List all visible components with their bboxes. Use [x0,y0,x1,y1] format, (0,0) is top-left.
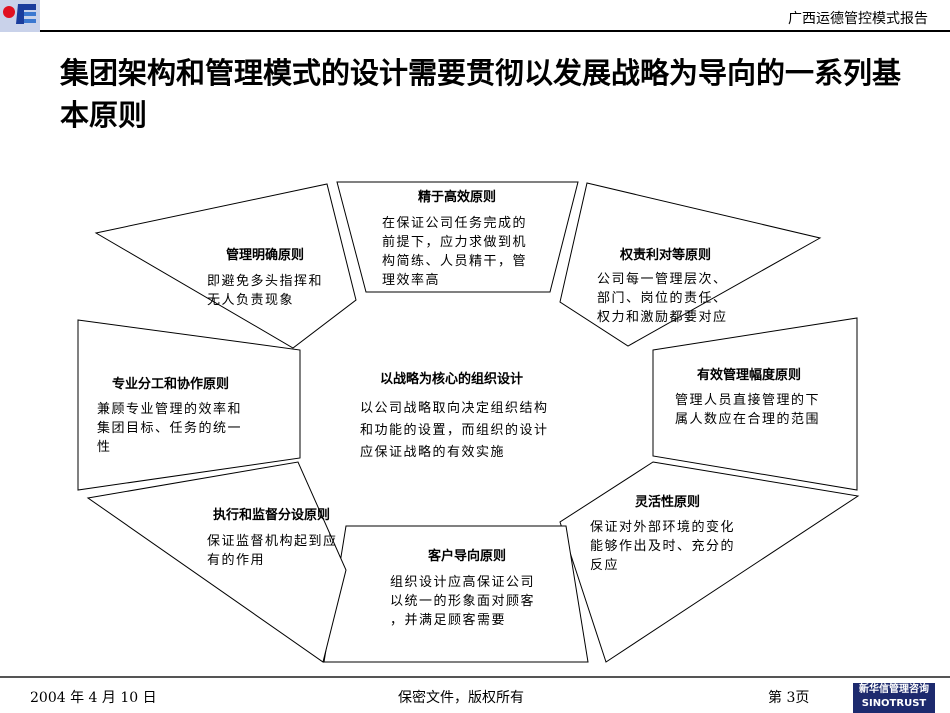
segment-left [77,319,301,491]
principle-heading: 客户导向原则 [428,549,507,564]
principle-heading: 专业分工和协作原则 [112,377,230,392]
center-text: 以公司战略取向决定组织结构和功能的设置，而组织的设计应保证战略的有效实施 [360,401,549,460]
principle-text: 保证监督机构起到应有的作用 [207,534,338,568]
segment-top-left [94,183,357,349]
segment-right [652,317,858,491]
principle-text: 管理人员直接管理的下属人数应在合理的范围 [675,393,821,427]
page-title: 集团架构和管理模式的设计需要贯彻以发展战略为导向的一系列基本原则 [60,56,902,132]
principle-text: 在保证公司任务完成的前提下，应力求做到机构简练、人员精干，管理效率高 [382,216,528,288]
principle-heading: 灵活性原则 [635,495,701,510]
principle-text: 公司每一管理层次、部门、岗位的责任、权力和激励都要对应 [597,272,728,325]
principle-heading: 精于高效原则 [418,190,497,205]
company-logo [0,0,40,32]
principle-text: 组织设计应高保证公司以统一的形象面对顾客，并满足顾客需要 [390,575,536,628]
principle-heading: 权责利对等原则 [620,248,712,263]
principle-text: 即避免多头指挥和无人负责现象 [207,274,324,308]
principle-heading: 有效管理幅度原则 [697,368,802,383]
principle-text: 保证对外部环境的变化能够作出及时、充分的反应 [590,520,736,573]
principle-text: 兼顾专业管理的效率和集团目标、任务的统一性 [97,402,243,455]
footer-confidential: 保密文件，版权所有 [398,690,524,706]
principle-heading: 执行和监督分设原则 [213,508,331,523]
footer-page-number: 第 3页 [768,690,810,706]
segment-bottom-right [559,461,860,663]
footer-divider [0,676,950,678]
segment-top [336,181,579,293]
segment-bottom-left [86,461,347,663]
center-heading: 以战略为核心的组织设计 [380,372,524,387]
header-divider [40,30,950,32]
segment-top-right [559,182,822,347]
report-title: 广西运德管控模式报告 [788,11,928,27]
principle-heading: 管理明确原则 [226,248,305,263]
footer-date: 2004 年 4 月 10 日 [30,690,157,706]
